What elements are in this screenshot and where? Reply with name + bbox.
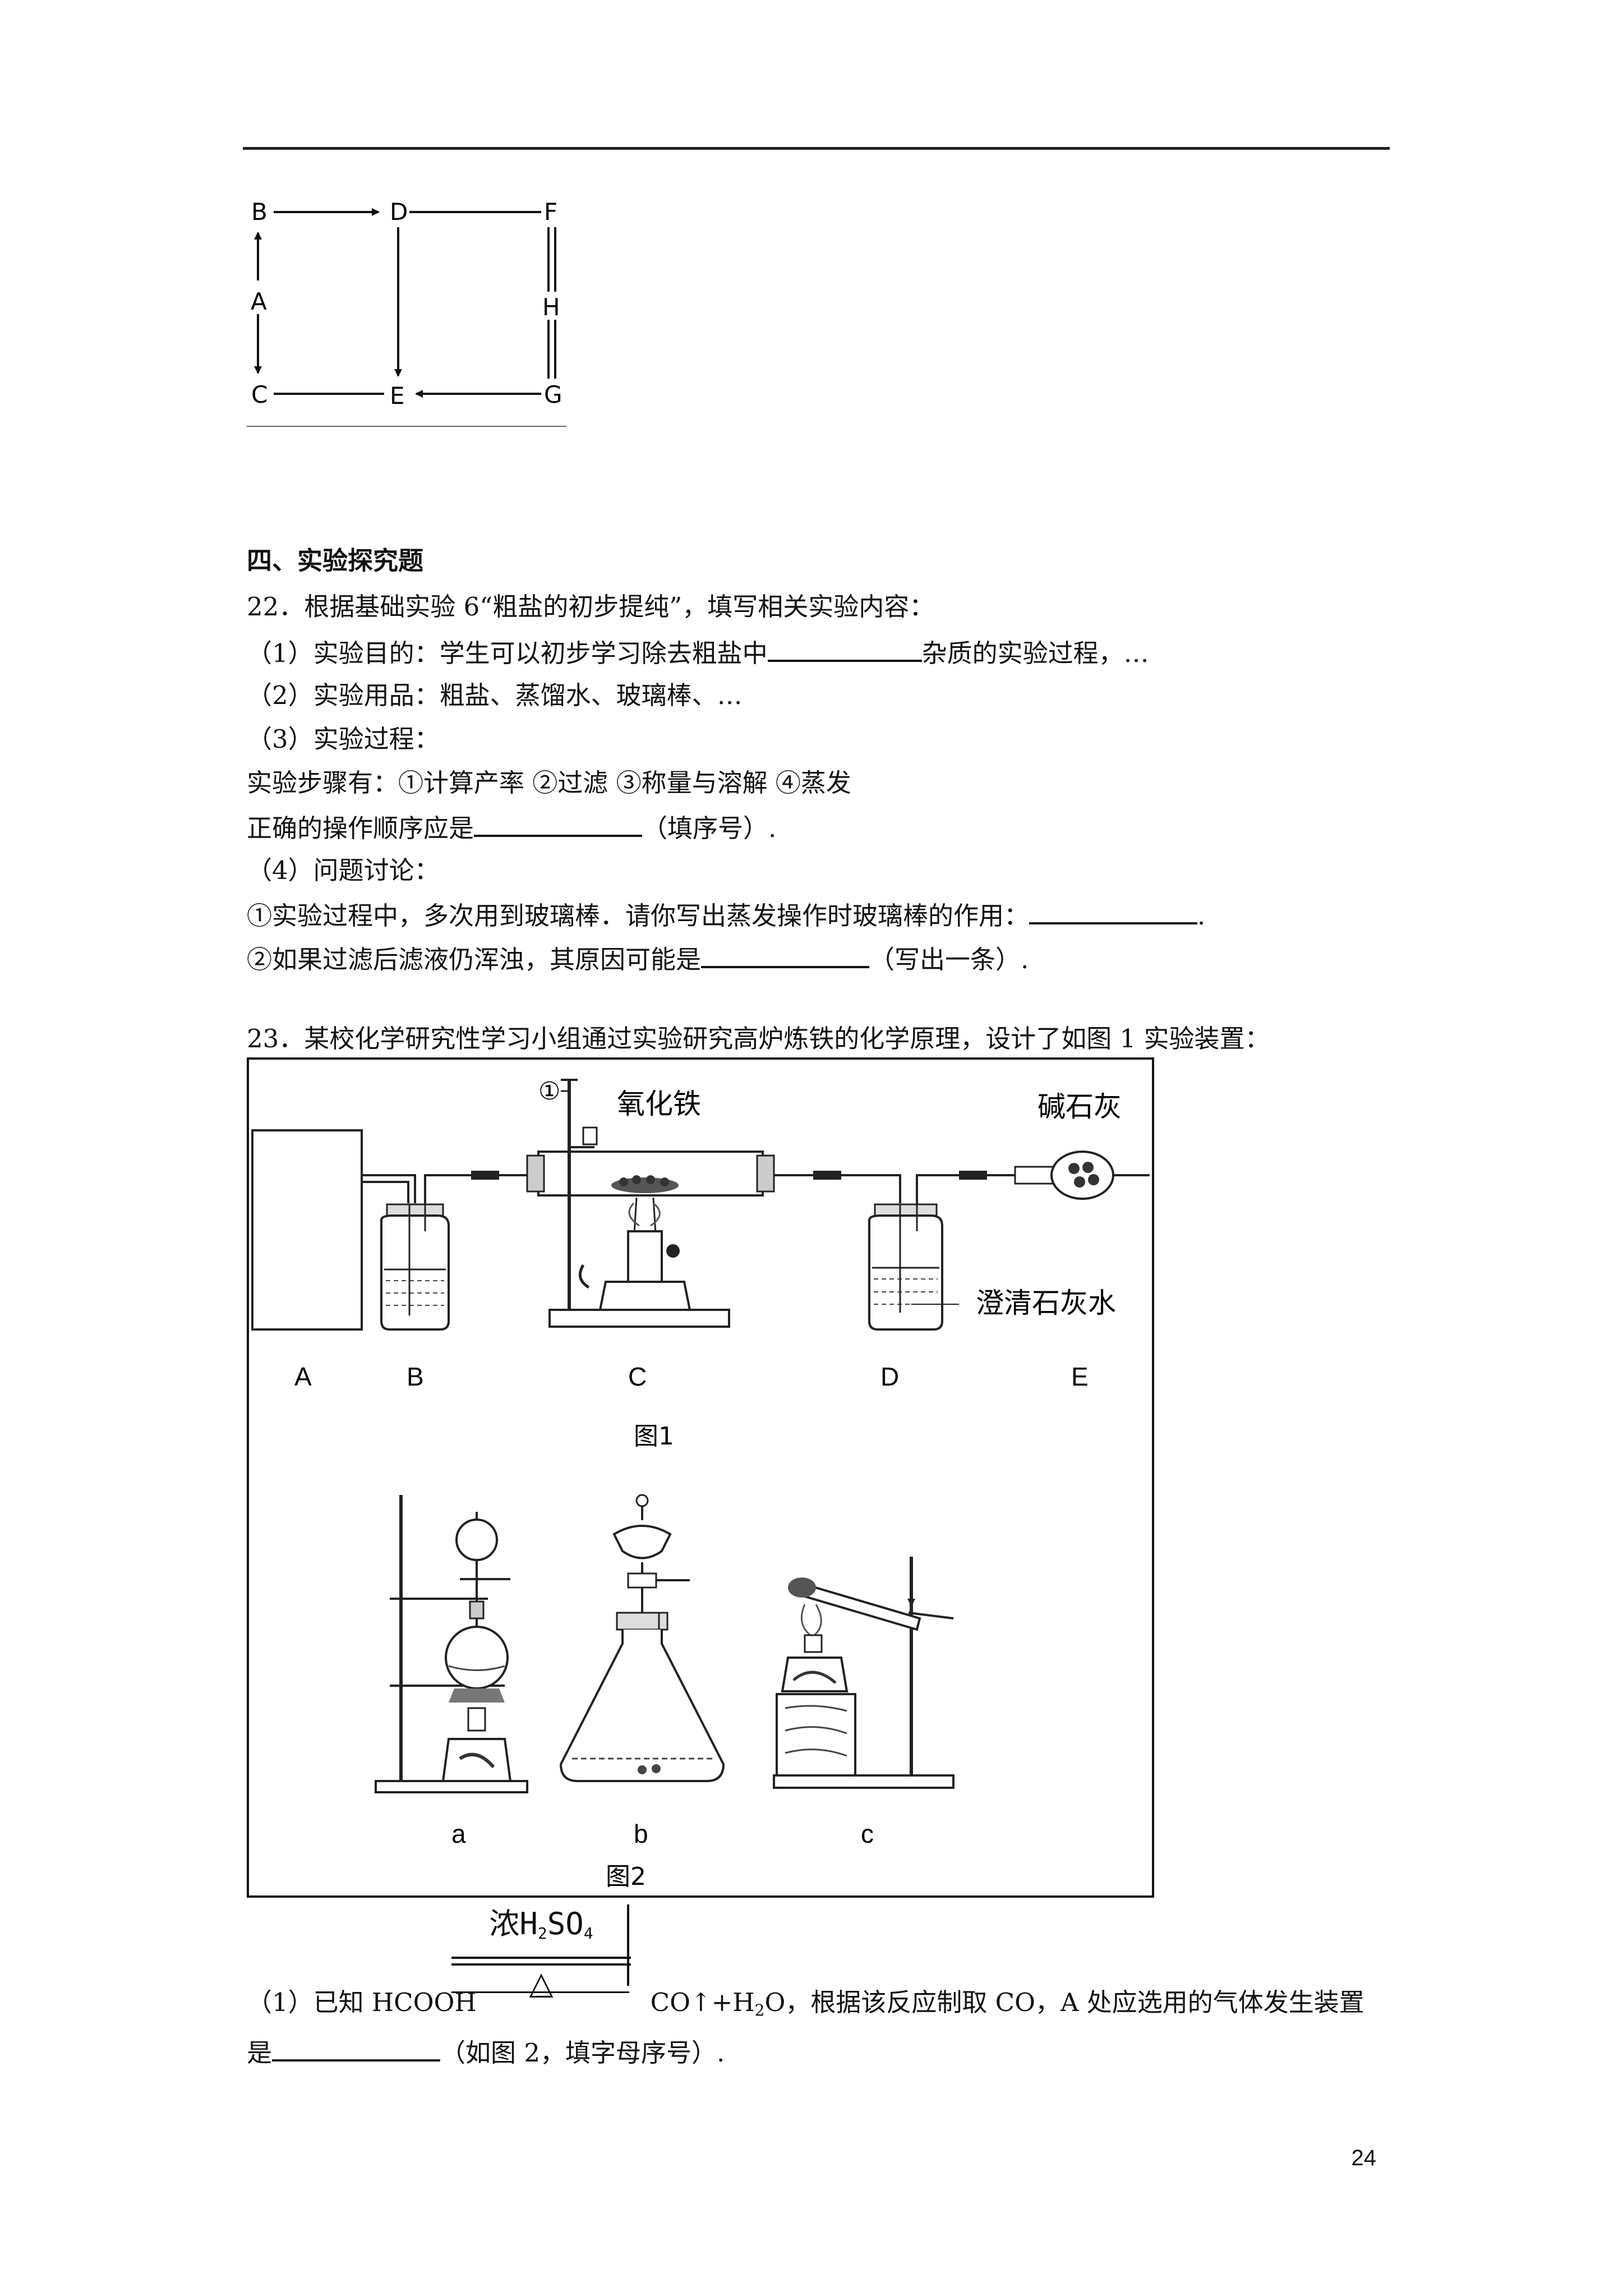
blank-3[interactable]: [1029, 898, 1198, 924]
q22-discussion-1: ①实验过程中，多次用到玻璃棒．请你写出蒸发操作时玻璃棒的作用：.: [247, 898, 1205, 933]
node-a: A: [251, 288, 267, 315]
apparatus-b-small: [559, 1494, 725, 1782]
letter-b: B: [407, 1362, 424, 1391]
header-rule: [243, 147, 1390, 150]
section-heading: 四、实验探究题: [247, 546, 424, 576]
letter-a: A: [294, 1362, 312, 1391]
letter-c-small: c: [861, 1819, 874, 1848]
q22-part2: （2）实验用品：粗盐、蒸馏水、玻璃棒、…: [247, 680, 743, 710]
letter-c: C: [628, 1362, 647, 1391]
q23-part1-line2: 是（如图 2，填字母序号）.: [247, 2035, 725, 2070]
q22-part1: （1）实验目的：学生可以初步学习除去粗盐中杂质的实验过程，…: [247, 635, 1149, 670]
q22-order: 正确的操作顺序应是（填序号）.: [247, 810, 776, 845]
label-fe2o3: 氧化铁: [617, 1088, 701, 1120]
q23-stem: 23．某校化学研究性学习小组通过实验研究高炉炼铁的化学原理，设计了如图 1 实验…: [247, 1024, 1270, 1053]
label-circle-1: ①: [538, 1077, 560, 1106]
letter-a-small: a: [451, 1819, 466, 1848]
condition-right-bar: [627, 1904, 629, 1986]
condition-heat: △: [529, 1965, 554, 2001]
flow-diagram: B D F A H C E G: [247, 198, 566, 427]
blank-1[interactable]: [767, 635, 922, 662]
node-d: D: [390, 198, 408, 226]
q22-steps: 实验步骤有：①计算产率 ②过滤 ③称量与溶解 ④蒸发: [247, 768, 851, 798]
label-soda-lime: 碱石灰: [1038, 1091, 1122, 1123]
condition-base-line: [451, 1991, 629, 1993]
q22-discussion-2: ②如果过滤后滤液仍浑浊，其原因可能是（写出一条）.: [247, 941, 1029, 977]
label-limewater: 澄清石灰水: [976, 1287, 1116, 1319]
node-f: F: [544, 198, 557, 226]
caption-fig1: 图1: [634, 1422, 674, 1451]
q22-stem: 22．根据基础实验 6“粗盐的初步提纯”，填写相关实验内容：: [247, 592, 935, 622]
q22-part3: （3）实验过程：: [247, 724, 440, 754]
caption-fig2: 图2: [606, 1862, 646, 1891]
blank-2[interactable]: [474, 810, 643, 837]
node-h: H: [542, 293, 560, 321]
apparatus-a-box: [251, 1129, 363, 1331]
blank-5[interactable]: [272, 2035, 441, 2062]
reaction-tube-c: [526, 1079, 775, 1328]
blank-4[interactable]: [701, 941, 870, 968]
letter-b-small: b: [634, 1819, 648, 1848]
apparatus-a-small: [375, 1495, 528, 1793]
bottle-b: [380, 1203, 450, 1331]
reaction-condition: 浓H2SO4 △: [451, 1904, 631, 2001]
page-number: 24: [1351, 2146, 1377, 2170]
node-b: B: [251, 198, 268, 226]
drying-tube-e: [1014, 1151, 1150, 1200]
condition-reagent: 浓H2SO4: [489, 1906, 593, 1943]
node-g: G: [544, 381, 562, 408]
q22-part4: （4）问题讨论：: [247, 855, 440, 885]
letter-d: D: [880, 1362, 899, 1391]
apparatus-c-small: [773, 1557, 955, 1789]
letter-e: E: [1071, 1362, 1089, 1391]
node-e: E: [390, 382, 405, 409]
bottle-d: [868, 1203, 959, 1331]
apparatus-figure: ① 氧化铁 碱石灰 澄清石灰水 A B C D E 图1: [247, 1057, 1154, 1898]
node-c: C: [251, 381, 268, 408]
